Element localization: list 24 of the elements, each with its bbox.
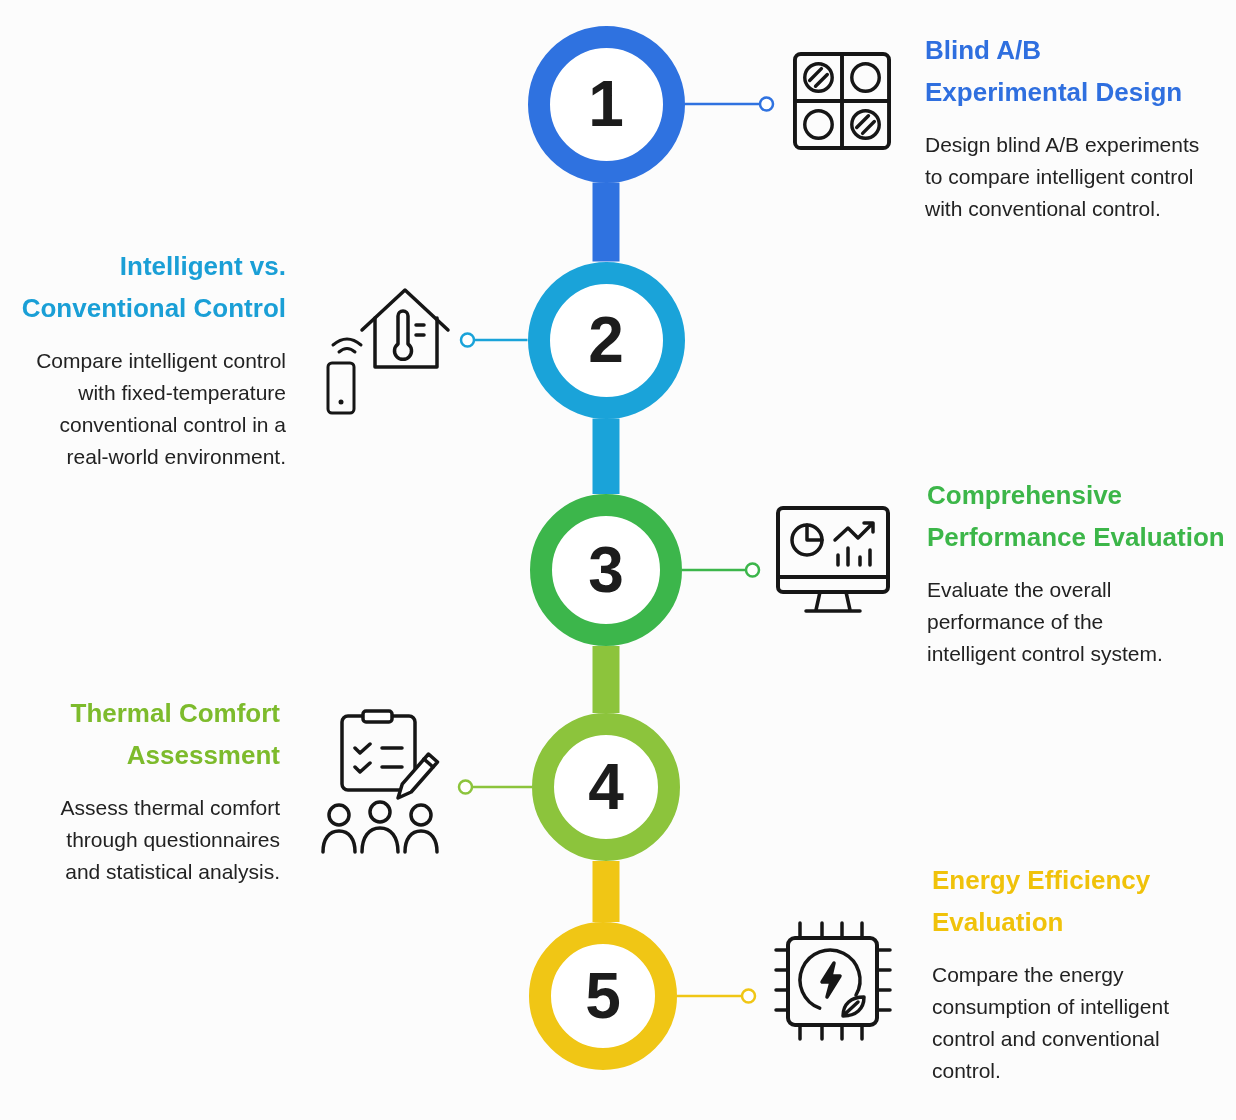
step-description: Evaluate the overall performance of the intelligent control system.	[927, 577, 1164, 667]
step-heading: Intelligent vs. Conventional Control	[20, 250, 286, 325]
step-heading: Comprehensive Performance Evaluation	[927, 479, 1226, 554]
step-heading: Thermal Comfort Assessment	[69, 697, 280, 772]
step-number: 4	[588, 755, 624, 819]
connector-bar	[592, 861, 620, 922]
step-heading: Energy Efficiency Evaluation	[932, 864, 1152, 939]
step-number: 1	[588, 72, 624, 136]
connector-line	[677, 988, 757, 1004]
step-number: 3	[588, 538, 624, 602]
connector-line	[684, 96, 775, 112]
step-description: Design blind A/B experiments to compare intelligent control with conventional control.	[925, 132, 1201, 222]
connector-bar	[592, 418, 620, 494]
connector-bar	[592, 646, 620, 713]
connector-line	[459, 332, 528, 348]
connector-line	[457, 779, 532, 795]
step-description: Compare intelligent control with fixed-temperature conventional control in a real-world environment.	[35, 348, 286, 470]
step-description: Assess thermal comfort through questionnaires and statistical analysis.	[59, 795, 280, 885]
step-number: 2	[588, 308, 624, 372]
connector-line	[682, 562, 761, 578]
step-heading: Blind A/B Experimental Design	[925, 34, 1184, 109]
step-description: Compare the energy consumption of intelligent control and conventional control.	[932, 962, 1170, 1084]
connector-bar	[592, 182, 620, 262]
step-number: 5	[585, 964, 621, 1028]
